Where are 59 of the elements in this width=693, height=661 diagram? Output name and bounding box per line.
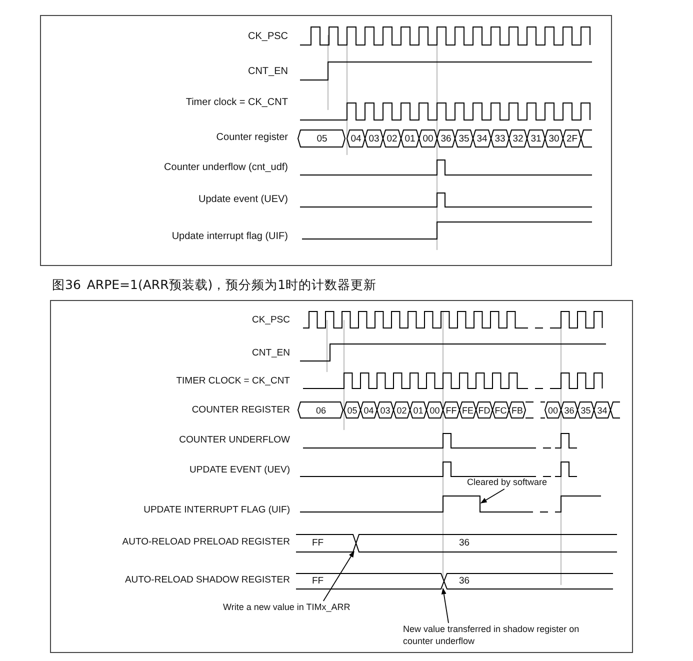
register-value: FE (462, 406, 474, 415)
register-value: 31 (530, 134, 542, 144)
register-value: 05 (316, 134, 328, 144)
register-value: FB (512, 406, 523, 415)
leader-arrow (480, 488, 505, 504)
signal-name: CNT_EN (252, 348, 290, 358)
register-value: 01 (404, 134, 416, 144)
signal-name: COUNTER UNDERFLOW (179, 435, 290, 445)
signal-name: Update interrupt flag (UIF) (172, 232, 288, 242)
register-value: 03 (368, 134, 380, 144)
annotation-text: Write a new value in TIMx_ARR (223, 602, 352, 614)
register-value: 34 (476, 134, 488, 144)
register-value: FF (312, 538, 324, 548)
signal-name: Update event (UEV) (198, 195, 288, 205)
register-value: 02 (386, 134, 398, 144)
register-value: 00 (430, 406, 440, 415)
leader-arrow (322, 550, 354, 602)
register-value: 00 (422, 134, 434, 144)
register-value: FF (312, 576, 324, 586)
register-value: 00 (548, 406, 558, 415)
register-value: 30 (548, 134, 560, 144)
register-value: FD (478, 406, 490, 415)
signal-name: UPDATE INTERRUPT FLAG (UIF) (144, 505, 290, 515)
register-value: 35 (580, 406, 591, 415)
register-value: FF (446, 406, 457, 415)
annotation-text: Cleared by software (467, 477, 548, 489)
signal-name: CK_PSC (248, 32, 288, 42)
signal-name: Timer clock = CK_CNT (186, 98, 288, 108)
register-value: 2F (566, 134, 578, 144)
register-value: 04 (364, 406, 374, 415)
signal-name: CNT_EN (248, 67, 288, 77)
signal-name: CK_PSC (252, 315, 290, 325)
register-value: 35 (458, 134, 470, 144)
leader-arrow (441, 588, 449, 624)
register-value: 03 (380, 406, 390, 415)
diagram-frame (40, 15, 612, 266)
annotation-text: New value transferred in shadow register on counter underflow (403, 624, 580, 648)
diagram-frame (50, 300, 633, 653)
signal-name: Counter underflow (cnt_udf) (164, 163, 288, 173)
register-value: 04 (350, 134, 362, 144)
register-value: 06 (316, 406, 326, 415)
signal-name: Counter register (216, 133, 288, 143)
register-value: 36 (459, 538, 470, 548)
register-value: 33 (494, 134, 506, 144)
register-value: 01 (413, 406, 424, 415)
register-value: 02 (396, 406, 407, 415)
signal-name: AUTO-RELOAD SHADOW REGISTER (124, 575, 290, 585)
register-value: 32 (512, 134, 524, 144)
caption: 图36 ARPE=1(ARR预装载)，预分频为1时的计数器更新 (52, 278, 377, 292)
signal-name: UPDATE EVENT (UEV) (190, 465, 290, 475)
signal-name: AUTO-RELOAD PRELOAD REGISTER (122, 537, 290, 547)
register-value: 34 (597, 406, 608, 415)
signal-name: TIMER CLOCK = CK_CNT (176, 376, 290, 386)
signal-name: COUNTER REGISTER (192, 405, 290, 415)
register-value: 36 (459, 576, 470, 586)
register-value: 36 (440, 134, 452, 144)
register-value: FC (494, 406, 507, 415)
register-value: 05 (347, 406, 358, 415)
register-value: 36 (564, 406, 574, 415)
